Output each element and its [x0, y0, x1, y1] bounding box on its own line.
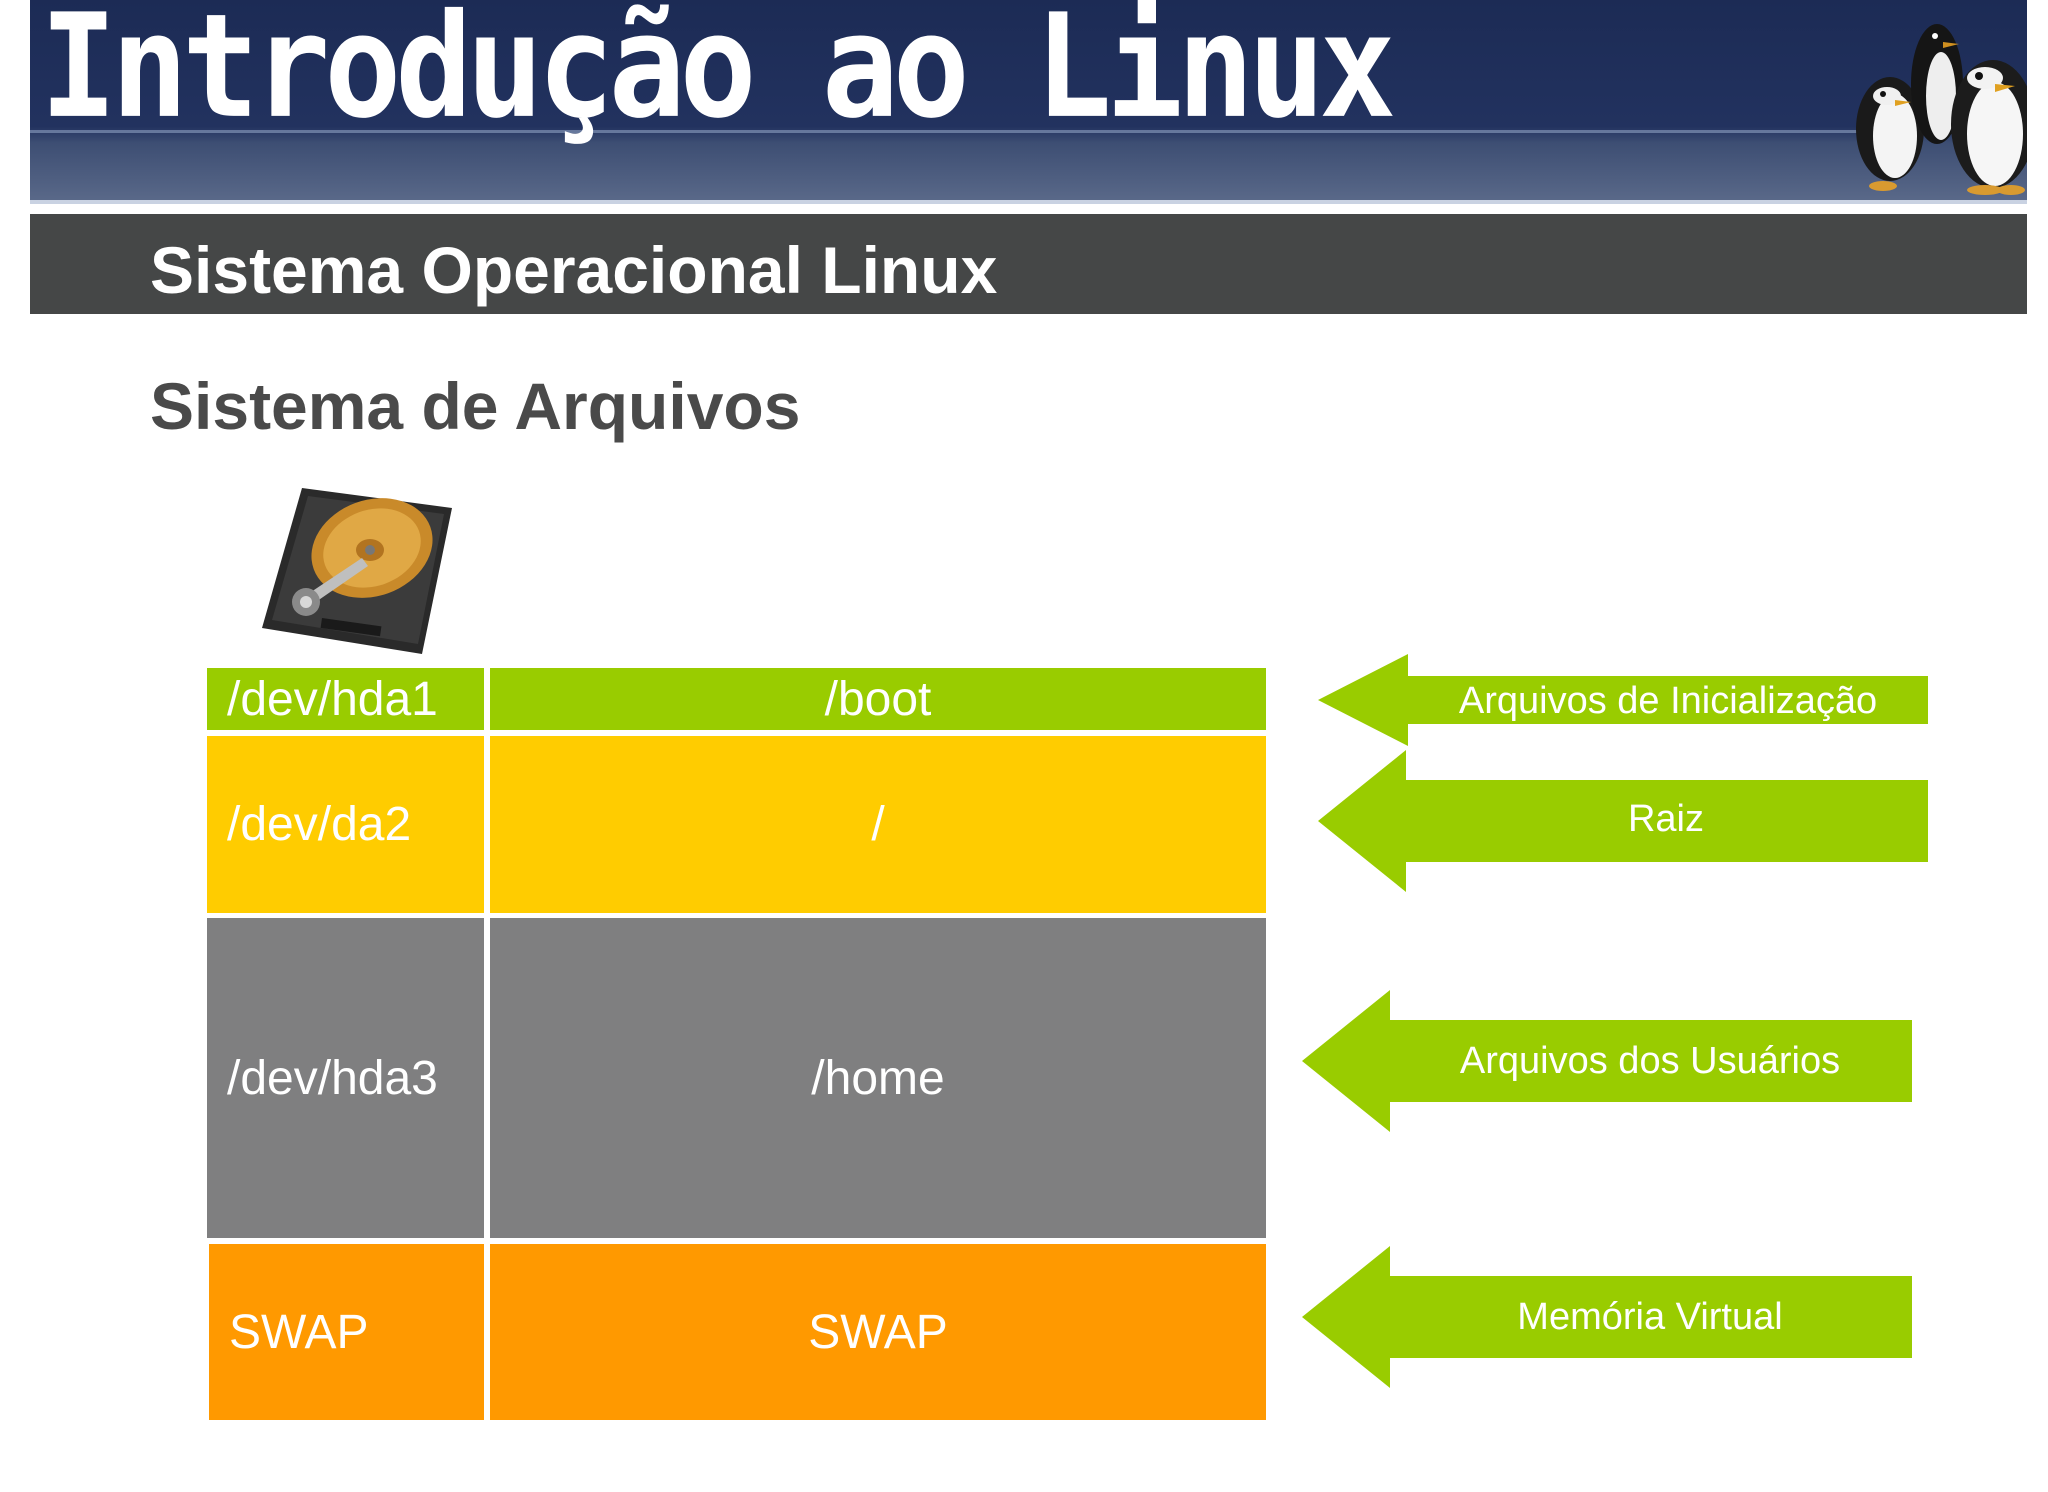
partition-device-swap: SWAP — [209, 1244, 484, 1420]
arrow-label-home: Arquivos dos Usuários — [1459, 1040, 1841, 1082]
partition-mount-home: /home — [490, 918, 1266, 1238]
banner-bottom-rule — [30, 200, 2027, 204]
banner-rule — [30, 130, 2027, 133]
section-title: Sistema Operacional Linux — [150, 233, 998, 307]
header-banner: Introdução ao Linux — [30, 0, 2027, 204]
arrow-home — [1302, 990, 1912, 1132]
section-bar: Sistema Operacional Linux — [30, 214, 2027, 314]
partition-mount-boot: /boot — [490, 668, 1266, 730]
arrow-label-swap: Memória Virtual — [1517, 1296, 1783, 1338]
arrow-swap — [1302, 1246, 1912, 1388]
penguins-icon — [1856, 24, 2027, 195]
banner-title: Introdução ao Linux — [40, 0, 1396, 151]
hard-drive-icon — [262, 488, 452, 654]
partition-device-hda1: /dev/hda1 — [207, 668, 484, 730]
arrow-label-boot: Arquivos de Inicialização — [1458, 680, 1878, 722]
partition-device-da2: /dev/da2 — [207, 736, 484, 913]
partition-device-hda3: /dev/hda3 — [207, 918, 484, 1238]
partition-mount-root: / — [490, 736, 1266, 913]
partition-mount-swap: SWAP — [490, 1244, 1266, 1420]
arrow-label-root: Raiz — [1627, 798, 1705, 840]
slide-title: Sistema de Arquivos — [150, 369, 801, 443]
arrow-boot — [1318, 654, 1928, 746]
arrow-root — [1318, 750, 1928, 892]
